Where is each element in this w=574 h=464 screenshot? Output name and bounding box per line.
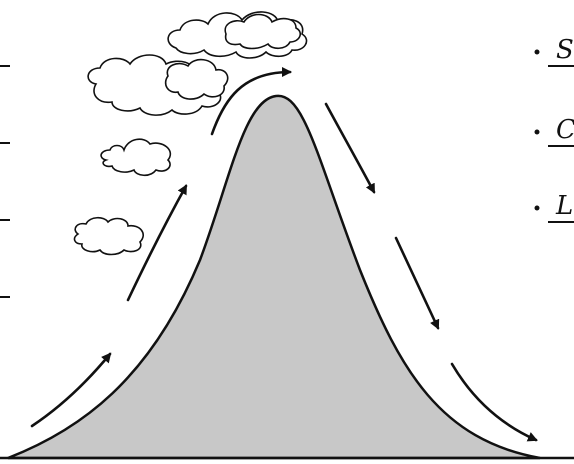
cloud-icon (73, 216, 144, 256)
cloud-icon (164, 58, 229, 100)
bullet-dot (534, 49, 540, 55)
note-2-text: C (556, 115, 574, 145)
arrow-icon (450, 362, 538, 442)
arrow-icon (324, 102, 376, 194)
wind-arrows (30, 67, 538, 442)
note-1-text: S (556, 35, 574, 65)
bullet-dot (534, 129, 540, 135)
arrow-icon (394, 236, 440, 330)
note-3-text: L (555, 191, 573, 221)
arrow-icon (210, 67, 292, 136)
arrow-icon (30, 352, 112, 428)
bullet-dot (534, 205, 540, 211)
left-answer-lines (0, 65, 10, 298)
clouds (73, 11, 308, 256)
mountain-shape (7, 94, 541, 460)
notes-panel: S C L (534, 35, 574, 223)
arrow-icon (126, 184, 188, 302)
cloud-icon (100, 138, 172, 177)
cloud-icon (224, 13, 302, 50)
